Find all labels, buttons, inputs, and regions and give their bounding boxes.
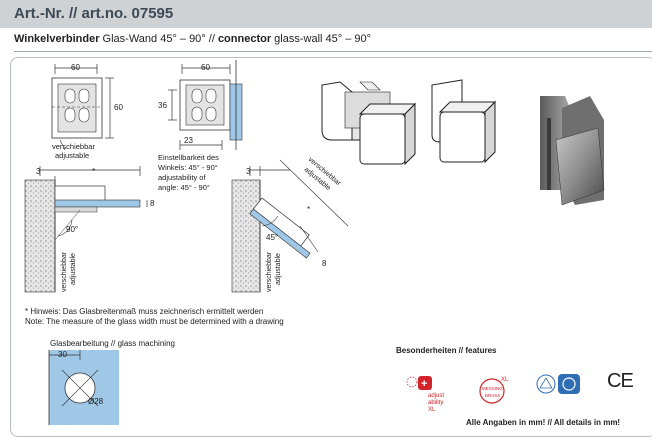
side-view-drawing: 60 36 23 Einstellbarkeit des Winkels: 45… — [158, 60, 243, 192]
section-45-drawing: 3 * 8 45° verschiebbar adjustable versch… — [231, 156, 349, 293]
s45-offset-dim: 3 — [246, 167, 251, 176]
product-subtitle: Winkelverbinder Glas-Wand 45° – 90° // c… — [14, 33, 371, 45]
badge-adjust-3: XL — [428, 407, 436, 413]
angle-label-4: angle: 45° - 90° — [158, 183, 210, 192]
angle-label-2: Winkels: 45° - 90° — [158, 163, 218, 172]
side-width-dim: 60 — [201, 63, 210, 72]
angle-label-1: Einstellbarkeit des — [158, 153, 219, 162]
subtitle-en-bold: connector — [217, 33, 272, 45]
header-bar: Art.-Nr. // art.no. 07595 — [0, 0, 652, 28]
badge-messing: MESSING — [482, 386, 503, 391]
connector-line-art — [321, 79, 497, 166]
s90-label-en: adjustable — [70, 253, 77, 285]
side-depth-dim: 23 — [184, 136, 193, 145]
s90-star-dim: * — [92, 167, 95, 176]
side-height-dim: 36 — [158, 101, 167, 110]
messing-brass-badge: MESSING BRASS XL — [479, 377, 509, 404]
s45-glass-dim: 8 — [322, 259, 327, 268]
machining-offset-dim: 30 — [58, 350, 67, 359]
s45-angle: 45° — [266, 233, 278, 242]
s90-offset-dim: 3 — [36, 167, 41, 176]
subtitle-de-bold: Winkelverbinder — [14, 33, 100, 45]
s90-angle: 90° — [66, 225, 78, 234]
footer-note: Alle Angaben in mm! // All details in mm… — [466, 418, 621, 427]
machining-title: Glasbearbeitung // glass machining — [50, 339, 175, 348]
s90-glass-dim: 8 — [150, 199, 155, 208]
connector-photo — [540, 96, 605, 206]
front-label-en: adjustable — [55, 151, 89, 160]
angle-label-3: adjustability of — [158, 173, 206, 182]
machining-drawing: 30 Ø28 — [48, 350, 119, 425]
badge-adjust-1: adjust — [428, 393, 444, 399]
s45-label-en-vert: adjustable — [275, 253, 282, 285]
badge-adjust-2: ability — [428, 400, 443, 406]
divider — [14, 51, 652, 52]
subtitle-de-rest: Glas-Wand 45° – 90° // — [99, 33, 218, 45]
hint-de: * Hinweis: Das Glasbreitenmaß muss zeich… — [25, 307, 264, 316]
section-90-drawing: 3 * 8 90° verschiebbar adjustable — [24, 166, 155, 293]
features-title: Besonderheiten // features — [396, 346, 497, 355]
front-height-dim: 60 — [114, 103, 123, 112]
front-view-drawing: 60 60 verschiebbar adjustable — [51, 63, 123, 160]
machining-hole-dim: Ø28 — [88, 397, 104, 406]
ce-mark: CE — [607, 370, 634, 392]
front-width-dim: 60 — [71, 63, 80, 72]
badge-brass: BRASS — [485, 393, 500, 398]
badge-xl: XL — [501, 377, 509, 383]
s90-label-de: verschiebbar — [61, 251, 68, 292]
s45-star-dim: * — [307, 205, 310, 214]
hint-note: * Hinweis: Das Glasbreitenmaß muss zeich… — [25, 307, 284, 327]
article-number: Art.-Nr. // art.no. 07595 — [14, 5, 174, 22]
subtitle-en-rest: glass-wall 45° – 90° — [271, 33, 372, 45]
front-label-de: verschiebbar — [52, 142, 95, 151]
hint-en: Note: The measure of the glass width mus… — [25, 317, 284, 326]
s45-label-de-vert: verschiebbar — [266, 251, 273, 292]
quality-seal-badges — [536, 374, 580, 394]
adjust-ability-badge: + adjust ability XL — [406, 376, 444, 413]
svg-text:+: + — [421, 378, 427, 390]
